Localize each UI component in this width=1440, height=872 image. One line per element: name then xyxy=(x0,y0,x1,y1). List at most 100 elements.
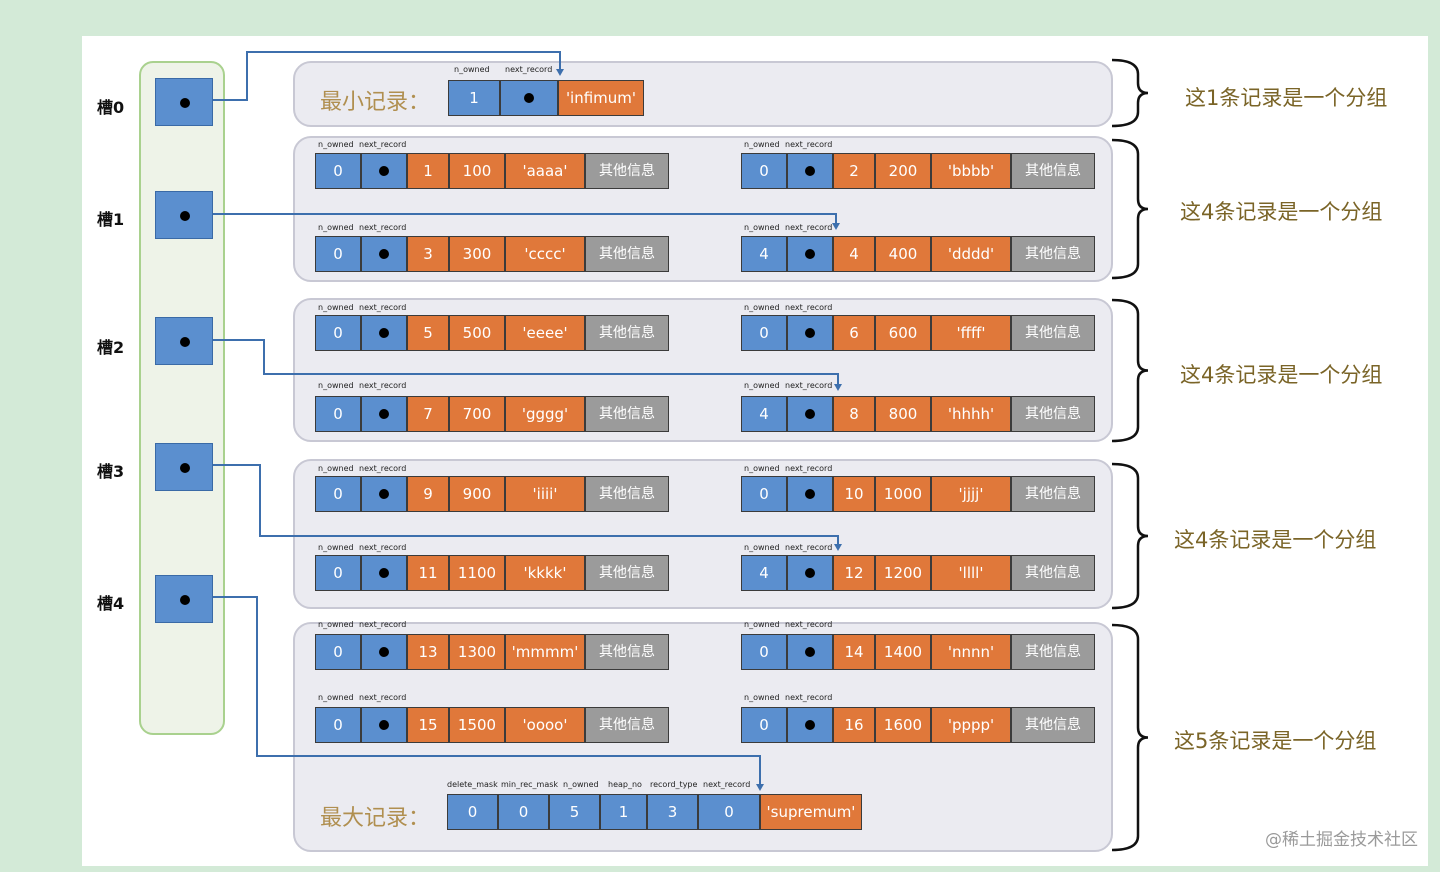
record-other-info: 其他信息 xyxy=(1011,153,1095,189)
record-hdr-next: next_record xyxy=(785,543,833,552)
record-hdr-next: next_record xyxy=(359,223,407,232)
record-other-info: 其他信息 xyxy=(1011,707,1095,743)
record-heap-no: 1 xyxy=(407,153,449,189)
infimum-value: 'infimum' xyxy=(558,80,644,116)
pointer-dot-icon xyxy=(379,647,389,657)
record-other-info: 其他信息 xyxy=(585,153,669,189)
record-other-info: 其他信息 xyxy=(1011,476,1095,512)
record-id: 800 xyxy=(875,396,931,432)
record-n-owned: 0 xyxy=(741,707,787,743)
record-next-record xyxy=(787,707,833,743)
group-label-2: 这4条记录是一个分组 xyxy=(1180,363,1383,387)
record-heap-no: 14 xyxy=(833,634,875,670)
record-heap-no: 8 xyxy=(833,396,875,432)
record-id: 700 xyxy=(449,396,505,432)
record-next-record xyxy=(787,236,833,272)
slot-box-0 xyxy=(155,78,213,126)
record-heap-no: 11 xyxy=(407,555,449,591)
record-next-record xyxy=(787,153,833,189)
record-n-owned: 0 xyxy=(315,555,361,591)
supremum-field: 0 xyxy=(498,794,549,830)
record-value: 'ffff' xyxy=(931,315,1011,351)
supremum-field: 1 xyxy=(600,794,647,830)
pointer-dot-icon xyxy=(805,489,815,499)
infimum-hdr-owned: n_owned xyxy=(454,65,490,74)
pointer-dot-icon xyxy=(379,328,389,338)
record-id: 300 xyxy=(449,236,505,272)
record-hdr-next: next_record xyxy=(785,464,833,473)
pointer-dot-icon xyxy=(180,337,190,347)
pointer-dot-icon xyxy=(805,720,815,730)
record-hdr-next: next_record xyxy=(785,223,833,232)
record-n-owned: 4 xyxy=(741,555,787,591)
record-value: 'hhhh' xyxy=(931,396,1011,432)
record-hdr-owned: n_owned xyxy=(744,381,780,390)
record-hdr-next: next_record xyxy=(359,140,407,149)
record-value: 'eeee' xyxy=(505,315,585,351)
record-next-record xyxy=(361,396,407,432)
record-heap-no: 7 xyxy=(407,396,449,432)
group-label-3: 这4条记录是一个分组 xyxy=(1174,528,1377,552)
infimum-next-record xyxy=(500,80,558,116)
record-other-info: 其他信息 xyxy=(1011,315,1095,351)
record-value: 'dddd' xyxy=(931,236,1011,272)
supremum-field: 3 xyxy=(647,794,698,830)
record-hdr-next: next_record xyxy=(359,381,407,390)
record-value: 'nnnn' xyxy=(931,634,1011,670)
pointer-dot-icon xyxy=(379,166,389,176)
record-next-record xyxy=(787,555,833,591)
record-n-owned: 0 xyxy=(741,634,787,670)
supremum-field: 0 xyxy=(447,794,498,830)
record-id: 1100 xyxy=(449,555,505,591)
pointer-dot-icon xyxy=(805,568,815,578)
pointer-dot-icon xyxy=(805,249,815,259)
record-hdr-owned: n_owned xyxy=(318,543,354,552)
record-heap-no: 10 xyxy=(833,476,875,512)
record-n-owned: 0 xyxy=(741,315,787,351)
record-value: 'llll' xyxy=(931,555,1011,591)
record-id: 600 xyxy=(875,315,931,351)
supremum-header: delete_mask xyxy=(447,780,498,789)
slot-box-3 xyxy=(155,443,213,491)
supremum-header: record_type xyxy=(650,780,698,789)
record-next-record xyxy=(787,634,833,670)
infimum-hdr-next: next_record xyxy=(505,65,553,74)
supremum-header: next_record xyxy=(703,780,751,789)
infimum-n-owned: 1 xyxy=(448,80,500,116)
supremum-header: n_owned xyxy=(563,780,599,789)
record-hdr-owned: n_owned xyxy=(744,303,780,312)
record-next-record xyxy=(361,634,407,670)
slot-label-2: 槽2 xyxy=(97,338,125,357)
slot-label-4: 槽4 xyxy=(97,594,125,613)
record-other-info: 其他信息 xyxy=(585,396,669,432)
pointer-dot-icon xyxy=(379,568,389,578)
pointer-dot-icon xyxy=(379,489,389,499)
record-value: 'iiii' xyxy=(505,476,585,512)
record-value: 'jjjj' xyxy=(931,476,1011,512)
pointer-dot-icon xyxy=(805,166,815,176)
record-heap-no: 12 xyxy=(833,555,875,591)
record-hdr-owned: n_owned xyxy=(744,693,780,702)
record-n-owned: 0 xyxy=(315,634,361,670)
record-other-info: 其他信息 xyxy=(585,236,669,272)
record-id: 1200 xyxy=(875,555,931,591)
record-id: 500 xyxy=(449,315,505,351)
slot-box-4 xyxy=(155,575,213,623)
record-heap-no: 6 xyxy=(833,315,875,351)
slot-label-3: 槽3 xyxy=(97,462,125,481)
record-next-record xyxy=(361,707,407,743)
record-n-owned: 0 xyxy=(315,476,361,512)
record-hdr-next: next_record xyxy=(359,620,407,629)
pointer-dot-icon xyxy=(805,409,815,419)
record-hdr-owned: n_owned xyxy=(318,223,354,232)
record-id: 1600 xyxy=(875,707,931,743)
record-value: 'aaaa' xyxy=(505,153,585,189)
record-id: 400 xyxy=(875,236,931,272)
pointer-dot-icon xyxy=(805,647,815,657)
record-next-record xyxy=(787,476,833,512)
record-id: 200 xyxy=(875,153,931,189)
record-value: 'pppp' xyxy=(931,707,1011,743)
record-other-info: 其他信息 xyxy=(585,555,669,591)
record-n-owned: 0 xyxy=(741,153,787,189)
record-next-record xyxy=(787,396,833,432)
